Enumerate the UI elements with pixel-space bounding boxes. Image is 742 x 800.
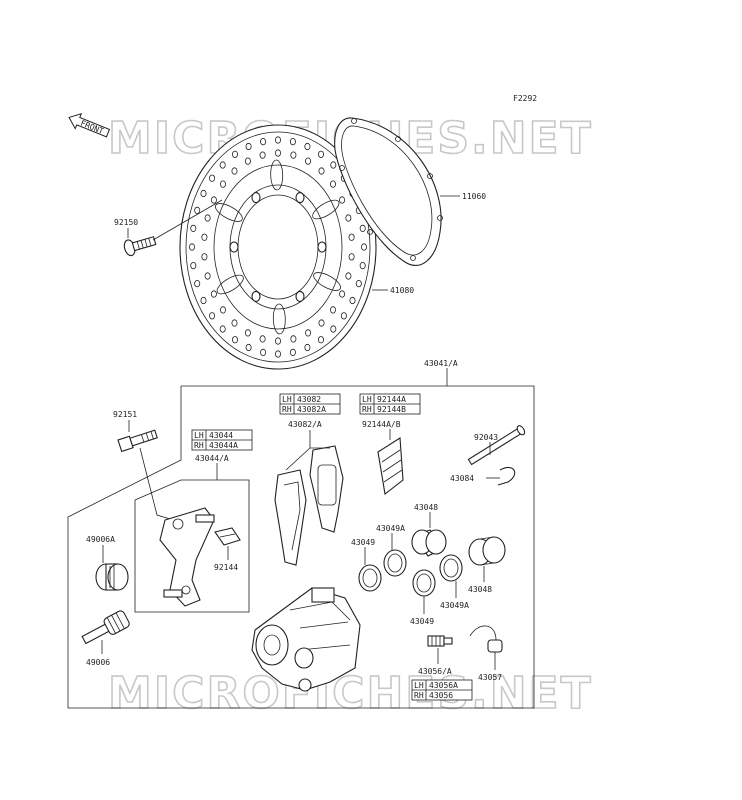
callout-92144ab: 92144A/B: [362, 420, 401, 429]
callout-43056a: 43056/A: [418, 667, 452, 676]
svg-text:LH: LH: [194, 431, 204, 440]
front-arrow-icon: FRONT: [68, 112, 111, 138]
disc-bolt-holes: [229, 192, 327, 302]
piston-upper: [411, 529, 447, 557]
svg-text:43056: 43056: [429, 691, 453, 700]
brake-disc: [179, 124, 377, 370]
svg-text:LH: LH: [414, 681, 424, 690]
slide-pin-boot: [95, 563, 129, 591]
side-table-43044: LH 43044 RH 43044A: [191, 429, 253, 451]
svg-text:LH: LH: [282, 395, 292, 404]
callout-43084: 43084: [450, 474, 474, 483]
side-table-92144: LH 92144A RH 92144B: [359, 393, 421, 415]
callout-11060: 11060: [462, 192, 486, 201]
side-table-43056: LH 43056A RH 43056: [411, 679, 473, 701]
callout-92043: 92043: [474, 433, 498, 442]
callout-43049a-lower: 43049A: [440, 601, 469, 610]
caliper-body: [251, 587, 361, 692]
svg-text:43082A: 43082A: [297, 405, 326, 414]
piston-lower: [468, 536, 506, 566]
callout-49006: 49006: [86, 658, 110, 667]
seals: [358, 549, 463, 597]
slide-pin: [81, 610, 130, 645]
svg-text:43082: 43082: [297, 395, 321, 404]
pad-spring: [377, 437, 404, 496]
svg-text:43044A: 43044A: [209, 441, 238, 450]
svg-text:RH: RH: [362, 405, 372, 414]
callout-43044a: 43044/A: [195, 454, 229, 463]
callout-92144: 92144: [214, 563, 238, 572]
watermark-bottom: MICROFICHES.NET: [108, 668, 593, 719]
svg-text:LH: LH: [362, 395, 372, 404]
svg-text:92144A: 92144A: [377, 395, 406, 404]
pad-clip: [214, 527, 241, 546]
svg-text:43044: 43044: [209, 431, 233, 440]
callout-43049-upper: 43049: [351, 538, 375, 547]
figure-code: F2292: [513, 94, 537, 103]
callout-43082a: 43082/A: [288, 420, 322, 429]
side-table-43082: LH 43082 RH 43082A: [279, 393, 341, 415]
svg-text:92144B: 92144B: [377, 405, 406, 414]
disc-gasket: [334, 117, 443, 267]
pin-clip: [497, 466, 516, 486]
callout-41080: 41080: [390, 286, 414, 295]
disc-slots: [215, 159, 341, 335]
front-label: FRONT: [79, 119, 105, 136]
callout-49006a: 49006A: [86, 535, 115, 544]
callout-43057: 43057: [478, 673, 502, 682]
caliper-bracket: [159, 507, 215, 607]
callout-92151: 92151: [113, 410, 137, 419]
svg-text:RH: RH: [414, 691, 424, 700]
disc-bolt: [123, 236, 157, 257]
callout-43048-upper: 43048: [414, 503, 438, 512]
callout-43049-lower: 43049: [410, 617, 434, 626]
callout-43048-lower: 43048: [468, 585, 492, 594]
svg-text:43056A: 43056A: [429, 681, 458, 690]
bleeder-cap: [469, 625, 503, 653]
pad-pin: [467, 425, 526, 466]
svg-text:RH: RH: [194, 441, 204, 450]
callout-92150: 92150: [114, 218, 138, 227]
callout-labels: 92150 11060 41080 43041/A 92151 43082/A …: [86, 192, 502, 682]
bleeder-valve: [427, 635, 453, 647]
callout-43049a-upper: 43049A: [376, 524, 405, 533]
svg-text:RH: RH: [282, 405, 292, 414]
disc-vent-holes: [188, 136, 367, 358]
bracket-bolt: [117, 429, 158, 453]
callout-43041a: 43041/A: [424, 359, 458, 368]
brake-pads: [274, 445, 344, 566]
